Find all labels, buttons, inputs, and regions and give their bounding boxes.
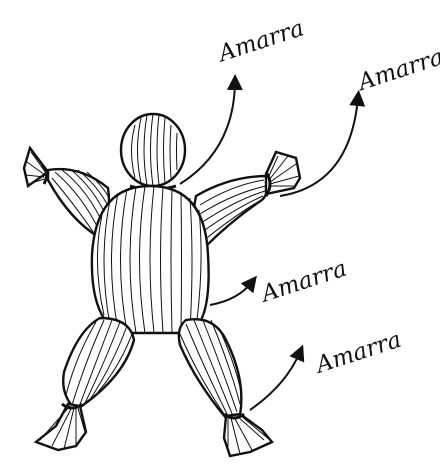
label-right-hand-tie: Amarra bbox=[353, 44, 440, 96]
doll-body bbox=[92, 186, 209, 333]
pointer-arrow-right-ankle bbox=[250, 352, 300, 410]
label-waist-tie: Amarra bbox=[257, 256, 350, 308]
doll-right-hand bbox=[266, 152, 300, 196]
doll-left-leg bbox=[63, 318, 134, 410]
doll-head bbox=[121, 114, 185, 186]
label-neck-tie: Amarra bbox=[214, 15, 307, 67]
pointer-arrow-waist bbox=[210, 282, 252, 305]
doll-right-foot bbox=[224, 414, 272, 456]
doll-left-hand bbox=[24, 148, 48, 186]
pointer-arrow-neck bbox=[180, 82, 235, 184]
doll-right-leg bbox=[179, 318, 242, 419]
doll-left-foot bbox=[36, 404, 86, 450]
label-ankle-tie: Amarra bbox=[311, 327, 404, 379]
